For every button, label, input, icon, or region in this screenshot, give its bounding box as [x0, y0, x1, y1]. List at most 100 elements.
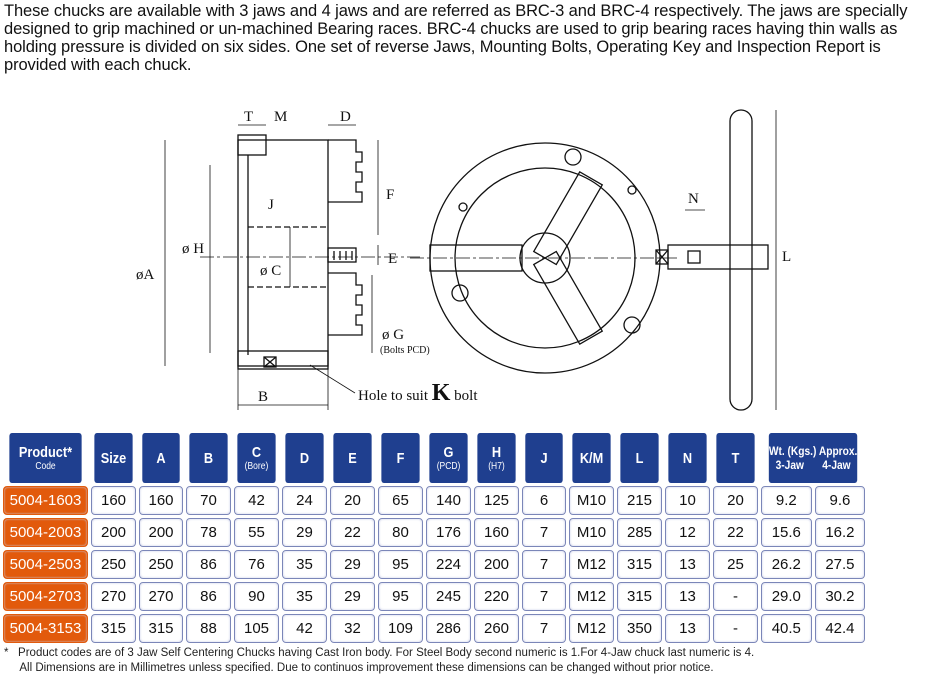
cell: 55 — [234, 518, 279, 547]
label-a: øA — [136, 267, 155, 283]
header-label: D — [299, 449, 310, 467]
product-code: 5004-1603 — [3, 486, 88, 515]
cell: 315 — [91, 614, 136, 643]
cell: 245 — [426, 582, 471, 611]
cell: M10 — [569, 518, 614, 547]
cell: 70 — [186, 486, 231, 515]
column-header: Size — [94, 433, 133, 483]
header-sublabel: (Bore) — [244, 461, 269, 472]
header-sublabel: (PCD) — [436, 461, 461, 472]
cell: 29 — [330, 582, 375, 611]
cell: 32 — [330, 614, 375, 643]
cell: 270 — [139, 582, 183, 611]
cell: 109 — [378, 614, 423, 643]
cell: M10 — [569, 486, 614, 515]
header-label: T — [731, 449, 740, 467]
cell: 35 — [282, 582, 327, 611]
cell: 22 — [330, 518, 375, 547]
cell: 27.5 — [814, 550, 866, 579]
cell: 86 — [186, 582, 231, 611]
header-label: A — [156, 449, 166, 467]
label-t: T — [244, 109, 253, 125]
cell: 29 — [330, 550, 375, 579]
cell: M12 — [569, 582, 614, 611]
cell: 25 — [713, 550, 758, 579]
column-header: Product*Code — [9, 433, 82, 483]
cell: M12 — [569, 550, 614, 579]
column-header: C(Bore) — [237, 433, 276, 483]
cell: 13 — [665, 614, 710, 643]
cell: 7 — [522, 614, 566, 643]
product-code: 5004-2703 — [3, 582, 88, 611]
column-header: J — [525, 433, 563, 483]
cell: 250 — [139, 550, 183, 579]
cell: 9.6 — [814, 486, 866, 515]
cell: 13 — [665, 550, 710, 579]
cell: 26.2 — [761, 550, 812, 579]
cell: 42.4 — [814, 614, 866, 643]
cell: 15.6 — [761, 518, 812, 547]
header-label: L — [635, 449, 644, 467]
cell: 286 — [426, 614, 471, 643]
cell: 29 — [282, 518, 327, 547]
column-header: G(PCD) — [429, 433, 468, 483]
header-sublabel: (H7) — [488, 461, 505, 472]
product-code: 5004-3153 — [3, 614, 88, 643]
cell: 80 — [378, 518, 423, 547]
cell: 22 — [713, 518, 758, 547]
column-header: E — [333, 433, 372, 483]
cell: 95 — [378, 582, 423, 611]
cell: 315 — [139, 614, 183, 643]
cell: 200 — [139, 518, 183, 547]
cell: 7 — [522, 550, 566, 579]
cell: 20 — [330, 486, 375, 515]
column-header: L — [620, 433, 659, 483]
cell: 260 — [474, 614, 519, 643]
header-label: N — [682, 449, 693, 467]
cell: 285 — [617, 518, 662, 547]
column-header: F — [381, 433, 420, 483]
cell: 125 — [474, 486, 519, 515]
cell: 88 — [186, 614, 231, 643]
label-j: J — [268, 197, 274, 213]
cell: 65 — [378, 486, 423, 515]
cell: 20 — [713, 486, 758, 515]
cell: 29.0 — [761, 582, 812, 611]
side-view — [164, 124, 420, 410]
cell: 24 — [282, 486, 327, 515]
cell: 160 — [474, 518, 519, 547]
intro-paragraph: These chucks are available with 3 jaws a… — [4, 2, 908, 74]
cell: 95 — [378, 550, 423, 579]
cell: 200 — [91, 518, 136, 547]
cell: - — [713, 582, 758, 611]
weight-3jaw: 3-Jaw — [775, 458, 804, 472]
cell: 160 — [91, 486, 136, 515]
cell: 140 — [426, 486, 471, 515]
cell: 30.2 — [814, 582, 866, 611]
label-h: ø H — [182, 241, 204, 257]
label-m: M — [274, 109, 287, 125]
weight-4jaw: 4-Jaw — [822, 458, 851, 472]
cell: 7 — [522, 518, 566, 547]
cell: 315 — [617, 550, 662, 579]
cell: 78 — [186, 518, 231, 547]
cell: 200 — [474, 550, 519, 579]
header-sublabel: Code — [35, 461, 56, 472]
cell: 76 — [234, 550, 279, 579]
header-label: C — [251, 444, 262, 461]
cell: 9.2 — [761, 486, 812, 515]
cell: 350 — [617, 614, 662, 643]
cell: 176 — [426, 518, 471, 547]
header-label: Product* — [18, 444, 73, 461]
column-header: N — [668, 433, 707, 483]
footnote: * Product codes are of 3 Jaw Self Center… — [4, 647, 755, 659]
chuck-technical-drawing: T M D F J ø H øA ø C E ø G (Bolts PCD) B… — [136, 109, 791, 411]
label-f: F — [386, 187, 394, 203]
cell: 40.5 — [761, 614, 812, 643]
label-n: N — [688, 191, 699, 207]
cell: 105 — [234, 614, 279, 643]
